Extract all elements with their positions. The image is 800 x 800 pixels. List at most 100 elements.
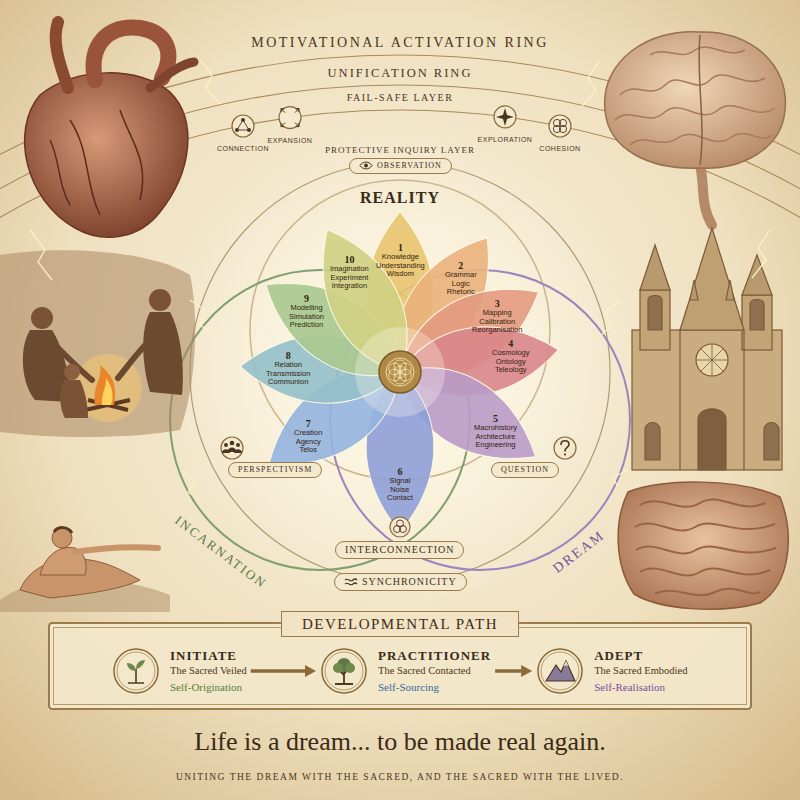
- decor-circle: [114, 649, 158, 693]
- decor-path: [612, 470, 628, 486]
- decor-path: [143, 312, 183, 395]
- decor-path: [75, 547, 158, 552]
- decor-path: [180, 470, 200, 500]
- stage-icon: [320, 647, 368, 695]
- decor-path: [700, 165, 712, 225]
- decor-circle: [538, 649, 582, 693]
- petal-node: 4Cosmology Ontology Teleology: [492, 338, 530, 375]
- label-pill: PERSPECTIVISM: [228, 462, 322, 478]
- stage-name: ADEPT: [594, 648, 687, 664]
- decor-path: [615, 47, 775, 145]
- decor-path: [564, 661, 569, 667]
- decor-circle: [279, 107, 301, 129]
- decor-path: [128, 669, 144, 683]
- arrow-head: [521, 665, 532, 677]
- question-icon: [554, 437, 576, 459]
- decor-path: [680, 330, 744, 470]
- decor-circle: [559, 125, 566, 132]
- decor-circle: [390, 517, 410, 537]
- stage-icon: [536, 647, 584, 695]
- decor-path: [605, 32, 786, 168]
- pill-icon: [344, 577, 358, 587]
- callout-number: 5: [474, 413, 517, 424]
- pill-text: SYNCHRONICITY: [362, 576, 457, 588]
- label-pill: SYNCHRONICITY: [334, 573, 467, 591]
- decor-path: [190, 300, 215, 335]
- stage-arrow: [495, 665, 532, 677]
- petal-node: 5Macrohistory Architecture Engineering: [474, 413, 517, 450]
- decor-path: [752, 230, 770, 278]
- stage-quality: Self-Origination: [170, 681, 247, 694]
- icon-label: EXPANSION: [268, 137, 313, 144]
- pill-icon: [359, 161, 373, 170]
- pill-text: OBSERVATION: [377, 161, 442, 171]
- icon-label: COHESION: [539, 145, 580, 152]
- decor-g: [386, 358, 414, 386]
- pill-text: QUESTION: [501, 465, 549, 475]
- decor-path: [561, 441, 569, 451]
- label-pill: QUESTION: [491, 462, 559, 478]
- decor-path: [698, 409, 726, 470]
- arrow-head: [305, 665, 316, 677]
- decor-path: [690, 280, 734, 300]
- caption: Life is a dream... to be made real again…: [194, 729, 605, 755]
- decor-path: [55, 345, 92, 380]
- decor-path: [54, 528, 72, 533]
- decor-path: [102, 378, 113, 405]
- decor-circle: [379, 351, 421, 393]
- decor-circle: [224, 443, 228, 447]
- decor-circle: [345, 663, 355, 673]
- decor-path: [582, 60, 600, 106]
- decor-circle: [333, 663, 343, 673]
- panel-heading: DEVELOPMENTAL PATH: [281, 611, 519, 637]
- decor-circle: [400, 526, 407, 533]
- decor-g: [553, 119, 566, 132]
- petal-text: Creation Agency Telos: [294, 429, 322, 455]
- decor-path: [645, 296, 779, 461]
- decor-g: [394, 520, 407, 533]
- decor-path: [200, 60, 220, 104]
- decor-svg: [536, 647, 584, 695]
- decor-circle: [696, 344, 728, 376]
- decor-circle: [549, 115, 571, 137]
- decor-path: [60, 380, 88, 418]
- decor-path: [696, 344, 728, 376]
- decor-circle: [386, 358, 414, 386]
- stage-subtitle: The Sacred Embodied: [594, 665, 687, 678]
- petal-text: Relation Transmission Communion: [266, 361, 310, 387]
- center-medallion: [379, 351, 421, 393]
- decor-circle: [541, 652, 579, 690]
- decor-circle: [325, 652, 363, 690]
- protective-ring: [190, 162, 610, 582]
- callout-number: 4: [492, 338, 530, 349]
- callout-number: 10: [330, 254, 369, 265]
- venn-circles: [170, 180, 630, 570]
- decor-path: [237, 120, 249, 130]
- callout-number: 6: [387, 466, 413, 477]
- decor-path: [618, 482, 788, 609]
- region-title: REALITY: [360, 190, 440, 206]
- callout-number: 1: [376, 242, 425, 253]
- decor-path: [222, 448, 242, 454]
- cathedral-illustration: [632, 228, 782, 470]
- icon-label: EXPLORATION: [478, 136, 533, 143]
- decor-path: [118, 340, 150, 378]
- stage-quality: Self-Sourcing: [378, 681, 491, 694]
- center-haze: [355, 327, 445, 417]
- petal-node: 6Signal Noise Contact: [387, 466, 413, 503]
- petal-text: Macrohistory Architecture Engineering: [474, 424, 517, 450]
- reclining-figure: [0, 528, 170, 612]
- decor-path: [50, 110, 143, 215]
- callout-number: 8: [266, 350, 310, 361]
- pill-text: INTERCONNECTION: [345, 544, 454, 556]
- perspectivism-icon: [221, 437, 243, 459]
- petal-text: Modelling Simulation Prediction: [289, 304, 324, 330]
- decor-circle: [322, 649, 366, 693]
- label-pill: OBSERVATION: [349, 158, 452, 174]
- label-pill: INTERCONNECTION: [335, 541, 464, 559]
- stage-node: PRACTITIONERThe Sacred ContactedSelf-Sou…: [320, 647, 491, 695]
- callout-number: 7: [294, 418, 322, 429]
- campfire-scene: [0, 250, 195, 437]
- decor-path: [127, 660, 145, 671]
